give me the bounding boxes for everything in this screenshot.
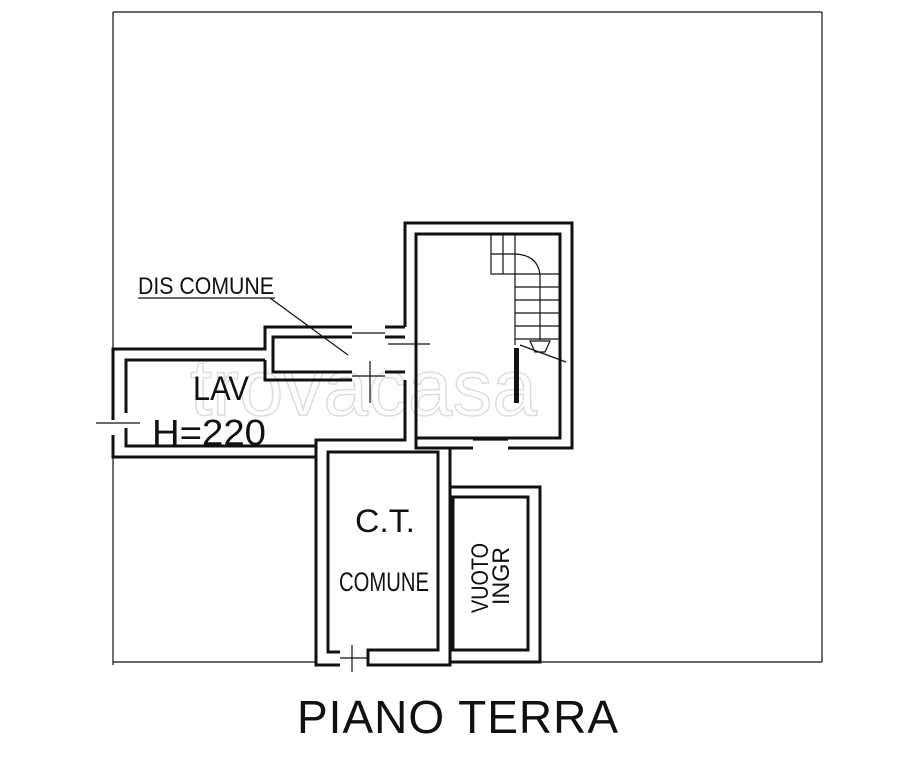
- stairwell: [314, 221, 574, 667]
- label-ct: C.T.: [355, 503, 415, 539]
- corridor-dis-comune: [111, 325, 430, 420]
- label-ct-comune: COMUNE: [339, 567, 429, 597]
- plan-title: PIANO TERRA: [297, 691, 619, 743]
- label-dis-comune: DIS COMUNE: [138, 273, 274, 300]
- property-boundary: [112, 11, 823, 665]
- room-vuoto-ingr: [450, 485, 542, 664]
- room-ct-comune: [326, 448, 452, 672]
- room-lav: [96, 358, 407, 459]
- watermark: trovacasa: [190, 343, 537, 432]
- label-ingr: INGR: [488, 547, 515, 605]
- stairs: [490, 233, 567, 403]
- leader-line: [269, 297, 349, 356]
- label-vuoto: VUOTO: [467, 543, 494, 613]
- label-lav-height: H=220: [152, 412, 266, 453]
- label-lav: LAV: [193, 370, 249, 408]
